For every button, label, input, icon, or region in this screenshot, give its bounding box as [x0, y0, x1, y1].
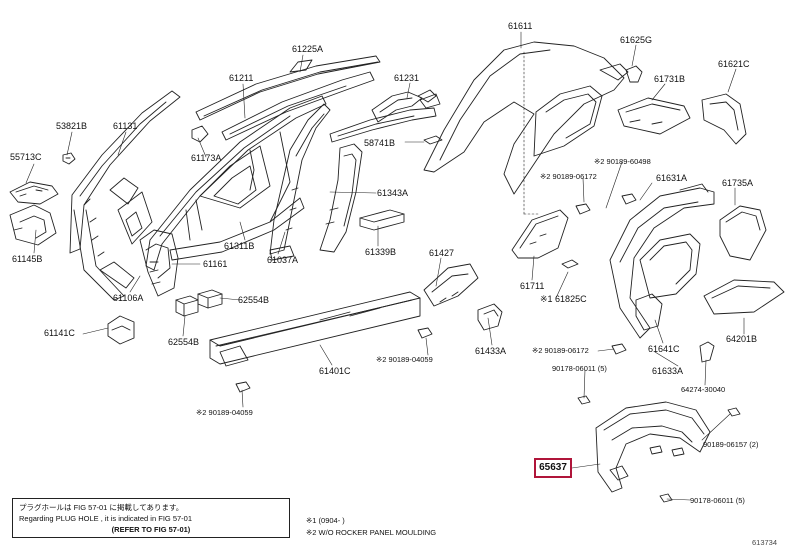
part-61433a-clip — [477, 303, 503, 331]
footnote-1: ※1 (0904- ) — [306, 516, 345, 525]
highlighted-part-65637[interactable]: 65637 — [534, 458, 572, 478]
bolt-90189-06172-a — [575, 203, 591, 215]
callout-90178-06011-top[interactable]: 90178-06011 (5) — [552, 364, 607, 373]
callout-61611[interactable]: 61611 — [508, 21, 533, 31]
callout-61145b[interactable]: 61145B — [12, 254, 43, 264]
bolt-90189-04059-b — [235, 381, 251, 393]
part-64201b-bracket — [703, 279, 785, 315]
callout-61211[interactable]: 61211 — [229, 73, 254, 83]
part-61211-upper-rail — [221, 71, 375, 141]
callout-61343a[interactable]: 61343A — [377, 188, 409, 198]
callout-61735a[interactable]: 61735A — [722, 178, 754, 188]
bolt-90189-60498 — [621, 193, 637, 205]
callout-61141c[interactable]: 61141C — [44, 328, 75, 338]
callout-55713c[interactable]: 55713C — [10, 152, 42, 162]
footnote-2: ※2 W/O ROCKER PANEL MOULDING — [306, 528, 437, 537]
bolt-90189-06172-b — [611, 343, 627, 355]
callout-61641c[interactable]: 61641C — [648, 344, 680, 354]
callout-61339b[interactable]: 61339B — [365, 247, 397, 257]
part-61731b-bracket — [617, 97, 691, 135]
part-61711-rear-brace — [511, 209, 569, 259]
callout-61037a[interactable]: 61037A — [267, 255, 299, 265]
callout-61225a[interactable]: 61225A — [292, 44, 324, 54]
callout-90189-06172-bottom[interactable]: ※2 90189-06172 — [532, 346, 589, 355]
part-64274-clip — [699, 341, 715, 363]
clip-90189-06157 — [727, 407, 741, 417]
part-61621c-bracket — [701, 93, 747, 145]
callout-61401c[interactable]: 61401C — [319, 366, 351, 376]
part-61735a-bracket — [719, 205, 767, 261]
plug-hole-note: プラグホールは FIG 57-01 に掲載してあります。 Regarding P… — [12, 498, 290, 538]
callout-61173a[interactable]: 61173A — [191, 153, 222, 163]
callout-58741b[interactable]: 58741B — [364, 138, 396, 148]
callout-61427[interactable]: 61427 — [429, 248, 455, 258]
callout-90189-04059-right[interactable]: ※2 90189-04059 — [376, 355, 433, 364]
callout-64274-30040[interactable]: 64274-30040 — [681, 385, 726, 394]
part-53821b-clip — [62, 152, 76, 165]
part-61339b-block — [359, 209, 405, 231]
part-61311b-side-frame — [145, 95, 327, 271]
callout-61633a[interactable]: 61633A — [652, 366, 684, 376]
part-55713c-bracket — [9, 181, 59, 205]
part-65637-fender-liner — [595, 401, 711, 493]
callout-61131[interactable]: 61131 — [113, 121, 138, 131]
callout-90178-06011-bottom[interactable]: 90178-06011 (5) — [690, 496, 745, 505]
callout-61631a[interactable]: 61631A — [656, 173, 688, 183]
part-61401c-rocker — [209, 291, 421, 367]
callout-61231[interactable]: 61231 — [394, 73, 420, 83]
part-61225a-roof-rail — [195, 55, 381, 121]
part-61131-front-pillar — [69, 90, 181, 301]
part-61625g-bracket — [625, 65, 643, 83]
part-61231-b-pillar-upper — [371, 89, 437, 123]
callout-62554b-left[interactable]: 62554B — [168, 337, 200, 347]
callout-61433a[interactable]: 61433A — [475, 346, 507, 356]
part-61631a-wheelhouse — [609, 183, 715, 339]
part-61145b-bracket — [9, 204, 57, 246]
callout-90189-04059-left[interactable]: ※2 90189-04059 — [196, 408, 253, 417]
note-line-english: Regarding PLUG HOLE , it is indicated in… — [19, 514, 192, 523]
callout-61711[interactable]: 61711 — [520, 281, 545, 291]
callout-62554b-right[interactable]: 62554B — [238, 295, 270, 305]
callout-90189-06172-top[interactable]: ※2 90189-06172 — [540, 172, 597, 181]
part-61641c-bracket — [635, 293, 663, 331]
callout-61825c[interactable]: ※1 61825C — [540, 294, 587, 304]
clips-90178-06011 — [577, 395, 673, 503]
callout-90189-60498[interactable]: ※2 90189-60498 — [594, 157, 651, 166]
note-line-reference[interactable]: (REFER TO FIG 57-01) — [111, 525, 191, 534]
part-61141c-bracket — [107, 315, 135, 345]
callout-61161[interactable]: 61161 — [203, 259, 228, 269]
callout-61731b[interactable]: 61731B — [654, 74, 686, 84]
part-61343a-b-pillar-inner — [319, 143, 363, 253]
part-61106a-a-pillar-lower — [139, 229, 179, 297]
callout-90189-06157[interactable]: 90189-06157 (2) — [703, 440, 759, 449]
callout-61625g[interactable]: 61625G — [620, 35, 653, 45]
callout-53821b[interactable]: 53821B — [56, 121, 88, 131]
part-62554b-blocks — [175, 289, 223, 317]
part-61611-quarter-panel — [423, 41, 629, 195]
callout-64201b[interactable]: 64201B — [726, 334, 758, 344]
part-58741b-pad — [423, 135, 443, 145]
callout-61311b[interactable]: 61311B — [224, 241, 255, 251]
part-61231-upper-brace — [329, 93, 441, 143]
callout-61621c[interactable]: 61621C — [718, 59, 750, 69]
part-61825c-pad — [561, 259, 579, 269]
catalog-code: 613734 — [752, 538, 778, 547]
part-61173a-clip — [191, 125, 209, 143]
note-line-japanese: プラグホールは FIG 57-01 に掲載してあります。 — [19, 503, 184, 512]
callout-61106a[interactable]: 61106A — [113, 293, 144, 303]
bolt-90189-04059-a — [417, 327, 433, 339]
part-61037a-b-pillar — [269, 103, 331, 261]
part-61427-bracket — [423, 263, 479, 307]
